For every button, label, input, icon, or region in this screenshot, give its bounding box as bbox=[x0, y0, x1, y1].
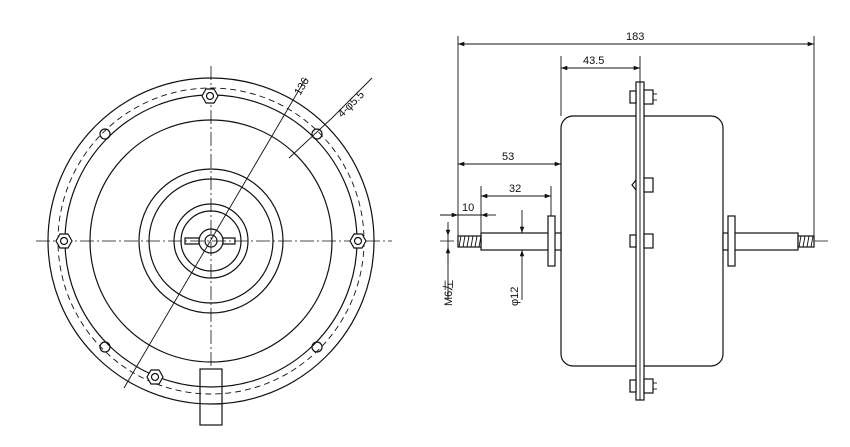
side-view: 183 43.5 53 32 10 φ12 M6左 bbox=[440, 31, 830, 401]
nut-bottom-left bbox=[146, 369, 164, 385]
holes-label: 4-φ5.5 bbox=[336, 89, 367, 120]
dim-32-label: 32 bbox=[509, 183, 521, 195]
dia-136-leader bbox=[123, 77, 307, 389]
nut-right bbox=[349, 233, 367, 249]
right-thread bbox=[797, 235, 815, 248]
body-circle bbox=[89, 119, 333, 363]
hub-mid-circle bbox=[148, 178, 274, 304]
shaft-flat bbox=[184, 237, 236, 245]
left-pin bbox=[547, 215, 556, 267]
dim-phi12-label: φ12 bbox=[509, 287, 521, 306]
front-shaft-stub bbox=[199, 368, 223, 426]
holes-leader-tail bbox=[331, 77, 373, 119]
left-thread-hatch bbox=[458, 235, 482, 248]
dim-43-5-label: 43.5 bbox=[583, 55, 604, 67]
bearing-circle bbox=[173, 203, 249, 279]
holes-leader bbox=[288, 117, 333, 159]
hub-outer-circle bbox=[138, 168, 284, 314]
mount-hole-bottom-right bbox=[311, 341, 323, 353]
nut-top bbox=[201, 88, 219, 104]
shaft-inner-circle bbox=[204, 234, 218, 248]
flange-bolt-center bbox=[629, 233, 654, 249]
mount-hole-top-right bbox=[311, 128, 323, 140]
outer-rim-circle bbox=[47, 77, 375, 405]
dim-183-label: 183 bbox=[626, 31, 644, 43]
dim-10-label: 10 bbox=[462, 202, 474, 214]
mount-hole-top-left bbox=[99, 128, 111, 140]
bearing-inner-circle bbox=[180, 210, 242, 272]
right-pin bbox=[727, 215, 736, 267]
front-view: 136 4-φ5.5 bbox=[36, 66, 392, 426]
dim-m6-label: M6左 bbox=[442, 280, 455, 306]
left-thread bbox=[457, 235, 482, 248]
flange-bolt-mid bbox=[631, 177, 654, 193]
mount-hole-bottom-left bbox=[99, 341, 111, 353]
flange-bolt-top bbox=[629, 89, 657, 105]
right-thread-hatch bbox=[798, 235, 814, 248]
dim-53-label: 53 bbox=[502, 151, 514, 163]
dia-136-label: 136 bbox=[292, 76, 312, 98]
nut-left bbox=[55, 233, 73, 249]
flange-bolt-bottom bbox=[629, 378, 657, 394]
